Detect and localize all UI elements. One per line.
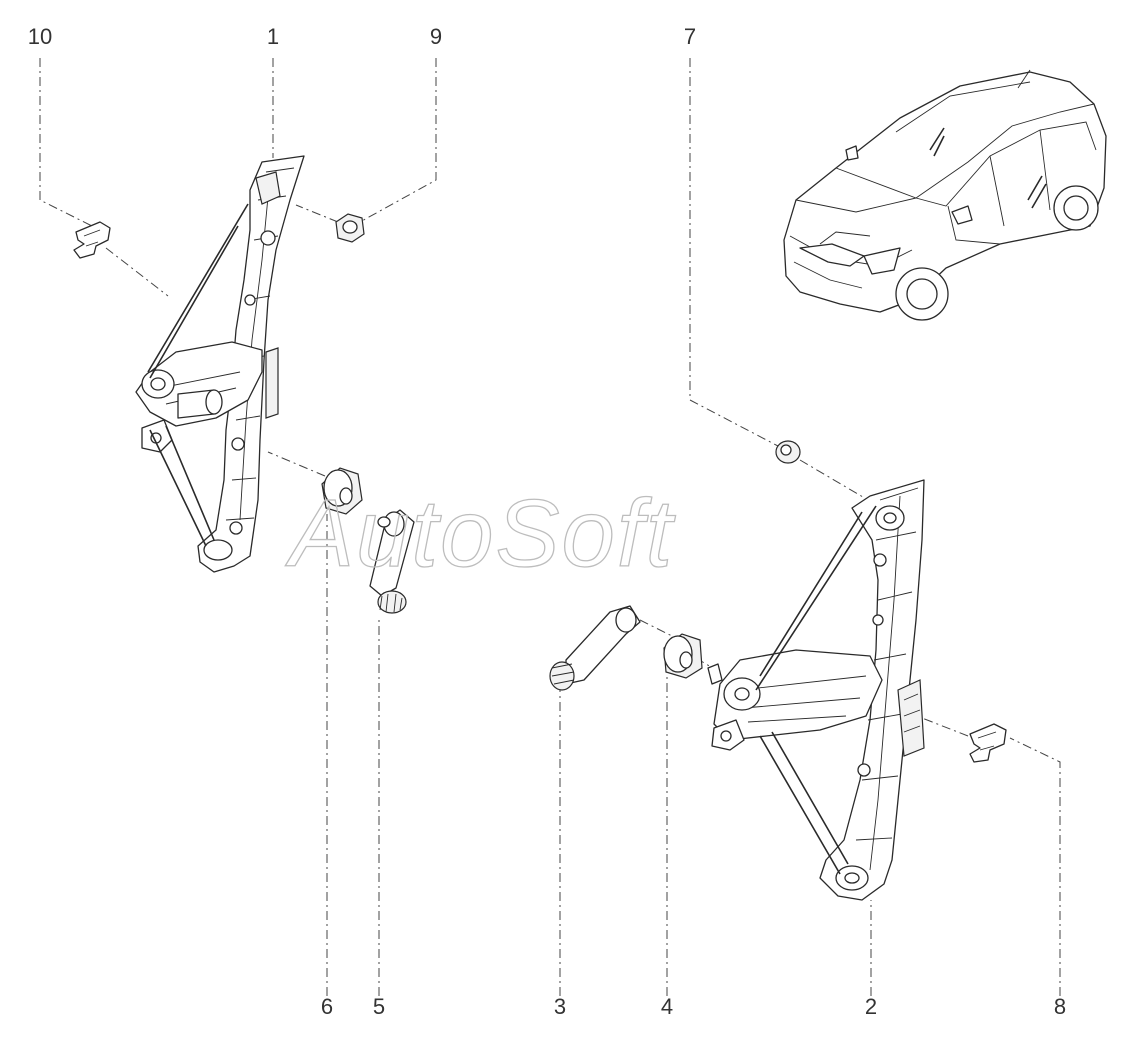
part-10-clip — [73, 221, 111, 259]
callout-8: 8 — [1054, 994, 1066, 1019]
leader-9 — [359, 58, 437, 223]
leader-7 — [689, 58, 779, 447]
callout-5: 5 — [373, 994, 385, 1019]
callout-3: 3 — [554, 994, 566, 1019]
leader-8 — [1009, 737, 1061, 996]
part-6-bushing — [321, 467, 363, 515]
leader-10-b — [105, 247, 169, 297]
part-5-window-handle — [369, 509, 415, 614]
part-1-left-window-regulator — [135, 155, 305, 573]
callout-labels: 10 1 9 7 6 5 3 4 2 8 — [28, 24, 1066, 1019]
part-7-washer — [775, 440, 801, 464]
leader-6-b — [267, 451, 326, 477]
leader-8-b — [921, 717, 969, 737]
vehicle-locator-illustration — [783, 69, 1107, 321]
watermark-text: AutoSoft — [285, 480, 676, 587]
leader-7-b — [799, 459, 869, 501]
part-3-window-handle — [549, 605, 641, 691]
leader-4-b — [639, 619, 673, 637]
leader-10 — [39, 58, 101, 231]
leader-9-b — [295, 204, 339, 223]
callout-2: 2 — [865, 994, 877, 1019]
callout-1: 1 — [267, 24, 279, 49]
callout-4: 4 — [661, 994, 673, 1019]
callout-10: 10 — [28, 24, 52, 49]
callout-7: 7 — [684, 24, 696, 49]
part-2-right-window-regulator — [707, 479, 925, 901]
leader-lines — [39, 58, 1061, 996]
part-4-bushing — [663, 633, 703, 679]
part-8-clip — [969, 723, 1007, 763]
callout-9: 9 — [430, 24, 442, 49]
part-9-nut — [335, 213, 365, 243]
callout-6: 6 — [321, 994, 333, 1019]
